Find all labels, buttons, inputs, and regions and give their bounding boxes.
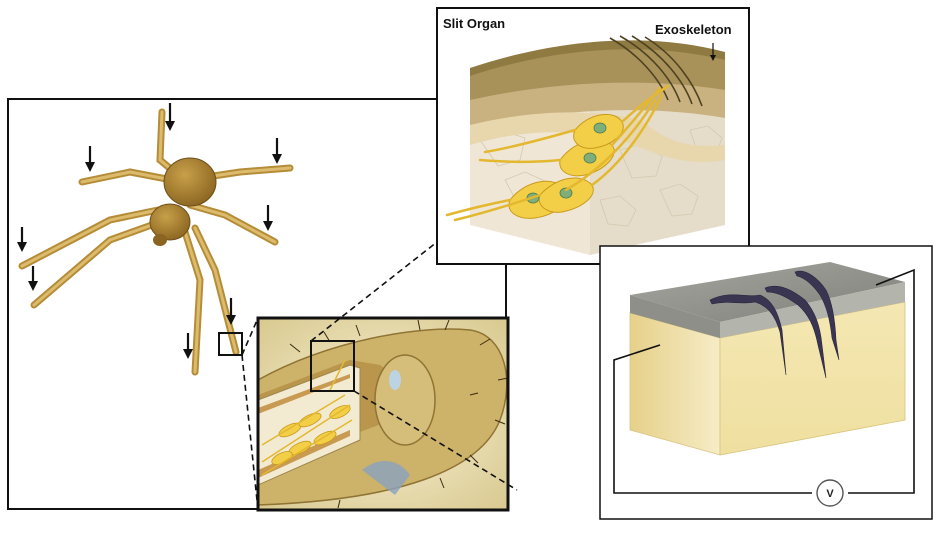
down-arrow-icon — [17, 227, 27, 252]
down-arrow-icon — [165, 103, 175, 131]
exoskeleton-label: Exoskeleton — [655, 22, 732, 37]
zoom-connector — [353, 390, 518, 491]
leg-arrows — [17, 103, 282, 359]
slit-organ-label: Slit Organ — [443, 16, 506, 31]
leg-zoom-panel — [256, 316, 510, 512]
slit-organ-frame — [436, 7, 750, 265]
sensor-panel: V — [599, 245, 933, 520]
spider-legs — [18, 108, 294, 376]
down-arrow-icon — [28, 266, 38, 291]
down-arrow-icon — [85, 146, 95, 172]
voltmeter-label: V — [826, 488, 834, 500]
zoom-connector — [241, 317, 259, 356]
leg-zoom-frame — [256, 316, 510, 512]
down-arrow-icon — [710, 43, 716, 61]
down-arrow-icon — [183, 333, 193, 359]
down-arrow-icon — [226, 298, 236, 325]
spider-body — [149, 157, 217, 246]
slit-selection-box — [310, 340, 355, 392]
voltmeter-icon: V — [816, 479, 844, 507]
down-arrow-icon — [263, 205, 273, 231]
zoom-connector — [310, 241, 438, 342]
zoom-connector — [241, 354, 259, 511]
leg-selection-box — [218, 332, 243, 356]
slit-organ-panel — [436, 7, 750, 265]
down-arrow-icon — [272, 138, 282, 164]
